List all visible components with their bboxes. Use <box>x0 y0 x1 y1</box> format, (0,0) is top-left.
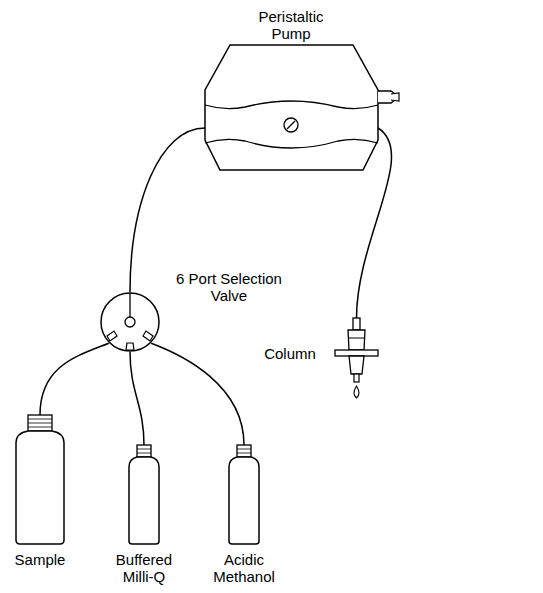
selection-valve-drawing <box>100 292 160 352</box>
bottle-label: Sample <box>0 551 80 568</box>
sample-bottle-drawing <box>15 415 65 545</box>
reagent-bottle: Acidic Methanol <box>228 445 260 545</box>
column-cartridge: Column <box>335 318 378 400</box>
selection-valve: 6 Port Selection Valve <box>100 292 160 352</box>
pump-label: Peristaltic Pump <box>241 8 341 42</box>
column-label: Column <box>255 345 325 362</box>
tubing <box>130 352 144 445</box>
reagent-bottle-drawing <box>228 445 260 545</box>
bottle-label: Acidic Methanol <box>204 551 284 585</box>
tubing <box>40 343 109 415</box>
peristaltic-pump-drawing <box>205 45 378 170</box>
peristaltic-pump: Peristaltic Pump <box>205 45 378 170</box>
sample-bottle: Sample <box>15 415 65 545</box>
reagent-bottle-drawing <box>128 445 160 545</box>
reagent-bottle: Buffered Milli-Q <box>128 445 160 545</box>
tubing <box>151 343 244 445</box>
column-cartridge-drawing <box>335 318 378 400</box>
bottle-label: Buffered Milli-Q <box>104 551 184 585</box>
tubing <box>130 128 205 292</box>
valve-label: 6 Port Selection Valve <box>174 270 284 304</box>
